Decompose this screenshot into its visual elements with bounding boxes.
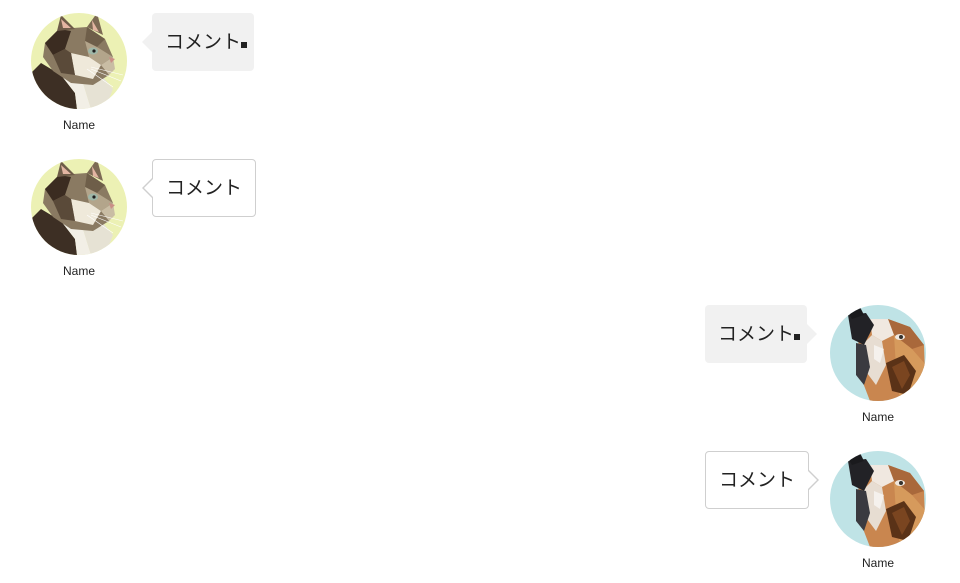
message-author: Name [31,159,127,278]
message-author: Name [31,13,127,132]
author-name: Name [861,556,894,570]
cat-avatar[interactable] [31,13,127,109]
comment-bubble: コメント [141,13,255,71]
message-author: Name [830,451,926,570]
message-author: Name [830,305,926,424]
dog-avatar[interactable] [830,305,926,401]
chat-message: Name コメント [0,146,960,286]
chat-message: コメント Name [0,292,960,432]
author-name: Name [62,118,95,132]
chat-message: Name コメント [0,0,960,140]
dog-avatar-image [830,305,926,401]
comment-bubble: コメント [705,305,818,363]
author-name: Name [62,264,95,278]
cat-avatar-image [31,13,127,109]
comment-bubble: コメント [705,451,820,509]
dog-avatar-image [830,451,926,547]
author-name: Name [861,410,894,424]
cat-avatar-image [31,159,127,255]
dog-avatar[interactable] [830,451,926,547]
cat-avatar[interactable] [31,159,127,255]
chat-message: コメント Name [0,438,960,578]
comment-bubble: コメント [141,159,257,217]
